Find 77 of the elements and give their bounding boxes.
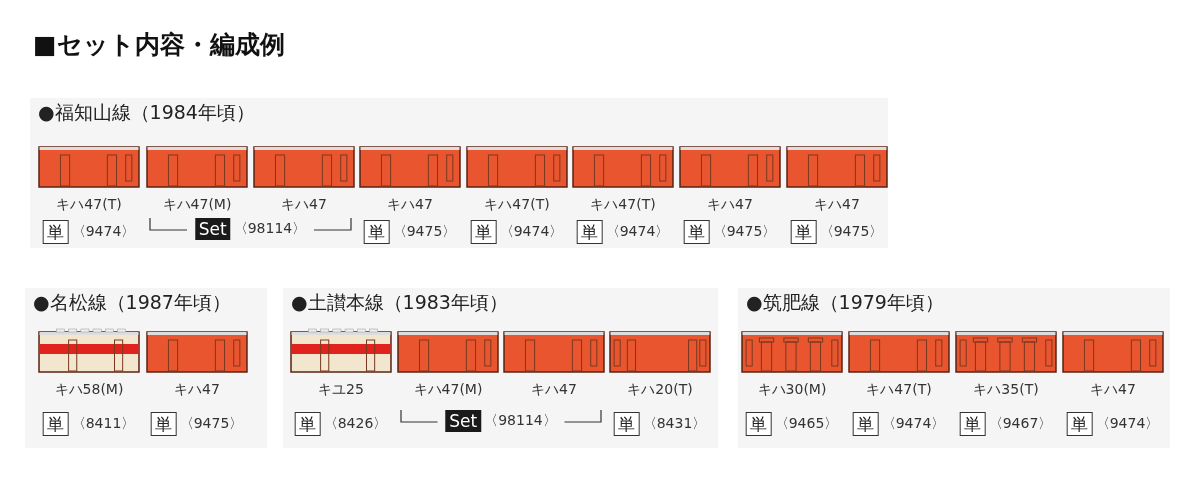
- single-car-mark: 単: [576, 220, 603, 244]
- railcar-drawing: [38, 328, 140, 374]
- product-number: 〈98114〉: [484, 412, 557, 430]
- car-name: キハ47(M): [162, 196, 232, 214]
- single-car-mark: 単: [42, 220, 69, 244]
- product-number: 〈9474〉: [499, 223, 564, 241]
- car-name: キハ47: [387, 196, 433, 214]
- product-number: 〈9475〉: [712, 223, 777, 241]
- diagram-title: ■セット内容・編成例: [33, 29, 285, 61]
- section-panel: [283, 288, 718, 448]
- car-name: キハ47: [707, 196, 753, 214]
- railcar-drawing: [955, 328, 1057, 374]
- railcar-drawing: [609, 328, 711, 374]
- railcar-drawing: [397, 328, 499, 374]
- car-name: キハ47(T): [590, 196, 656, 214]
- product-number: 〈9475〉: [392, 223, 457, 241]
- railcar-drawing: [741, 328, 843, 374]
- single-car-mark: 単: [745, 412, 772, 436]
- railcar-drawing: [572, 143, 674, 189]
- product-number: 〈9475〉: [179, 415, 244, 433]
- single-car-mark: 単: [1066, 412, 1093, 436]
- car-name: キハ47: [1090, 381, 1136, 399]
- car-name: キハ58(M): [54, 381, 124, 399]
- car-name: キユ25: [318, 381, 364, 399]
- car-name: キハ47(T): [866, 381, 932, 399]
- car-name: キハ47(M): [413, 381, 483, 399]
- single-car-mark: 単: [294, 412, 321, 436]
- railcar-drawing: [290, 328, 392, 374]
- product-number: 〈8431〉: [642, 415, 707, 433]
- single-car-mark: 単: [363, 220, 390, 244]
- railcar-drawing: [253, 143, 355, 189]
- section-heading: ●名松線（1987年頃）: [33, 290, 231, 315]
- car-name: キハ47(T): [56, 196, 122, 214]
- product-number: 〈98114〉: [233, 220, 307, 238]
- car-name: キハ47: [814, 196, 860, 214]
- section-heading: ●土讃本線（1983年頃）: [291, 290, 508, 315]
- single-car-mark: 単: [959, 412, 986, 436]
- railcar-drawing: [786, 143, 888, 189]
- railcar-drawing: [38, 143, 140, 189]
- railcar-drawing: [1062, 328, 1164, 374]
- product-number: 〈8411〉: [71, 415, 136, 433]
- product-number: 〈9474〉: [1095, 415, 1160, 433]
- single-car-mark: 単: [470, 220, 497, 244]
- product-number: 〈9474〉: [605, 223, 670, 241]
- car-name: キハ47(T): [484, 196, 550, 214]
- railcar-drawing: [466, 143, 568, 189]
- railcar-drawing: [679, 143, 781, 189]
- single-car-mark: 単: [150, 412, 177, 436]
- product-number: 〈9474〉: [71, 223, 136, 241]
- set-mark: Set: [194, 218, 231, 240]
- single-car-mark: 単: [790, 220, 817, 244]
- set-mark: Set: [445, 410, 482, 432]
- product-number: 〈8426〉: [323, 415, 388, 433]
- section-panel: [30, 98, 888, 248]
- car-name: キハ30(M): [757, 381, 827, 399]
- single-car-mark: 単: [42, 412, 69, 436]
- product-number: 〈9465〉: [774, 415, 839, 433]
- railcar-drawing: [359, 143, 461, 189]
- car-name: キハ20(T): [627, 381, 693, 399]
- product-number: 〈9474〉: [881, 415, 946, 433]
- section-panel: [25, 288, 267, 448]
- car-name: キハ47: [531, 381, 577, 399]
- single-car-mark: 単: [852, 412, 879, 436]
- railcar-drawing: [503, 328, 605, 374]
- single-car-mark: 単: [683, 220, 710, 244]
- car-name: キハ35(T): [973, 381, 1039, 399]
- product-number: 〈9475〉: [819, 223, 884, 241]
- car-name: キハ47: [281, 196, 327, 214]
- product-number: 〈9467〉: [988, 415, 1053, 433]
- section-heading: ●福知山線（1984年頃）: [38, 100, 255, 125]
- railcar-drawing: [146, 328, 248, 374]
- single-car-mark: 単: [613, 412, 640, 436]
- car-name: キハ47: [174, 381, 220, 399]
- railcar-drawing: [848, 328, 950, 374]
- section-heading: ●筑肥線（1979年頃）: [746, 290, 944, 315]
- section-panel: [738, 288, 1170, 448]
- railcar-drawing: [146, 143, 248, 189]
